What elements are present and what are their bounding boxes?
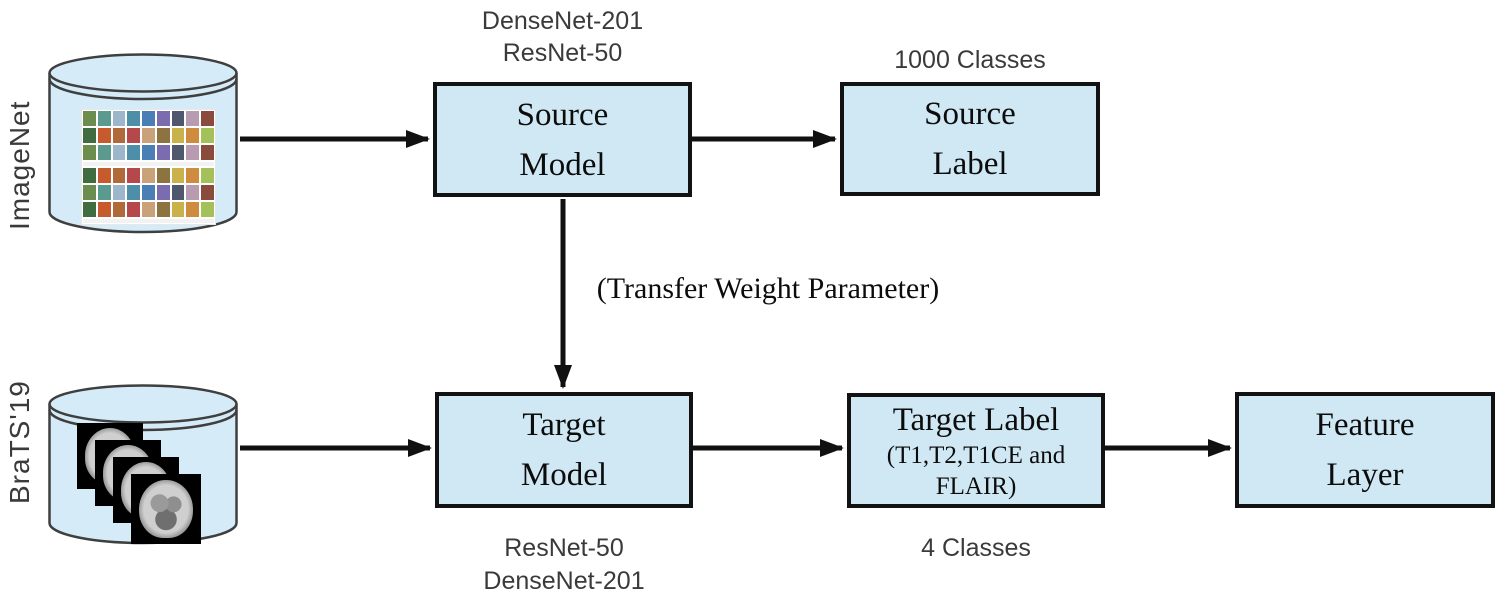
source-label-box: Source Label — [840, 82, 1100, 196]
target-label-classes-label: 4 Classes — [921, 534, 1031, 562]
target-label-box: Target Label (T1,T2,T1CE and FLAIR) — [847, 393, 1105, 508]
source-model-text-line2: Model — [519, 146, 606, 183]
source-model-arch-label-2: ResNet-50 — [502, 39, 623, 67]
brats-dataset-label: BraTS'19 — [4, 380, 35, 505]
feature-layer-text-line2: Layer — [1326, 457, 1404, 493]
target-model-arch-label-2: DenseNet-201 — [483, 567, 645, 595]
target-label-text-line1: Target Label — [892, 401, 1060, 438]
source-model-arch-label-1: DenseNet-201 — [481, 7, 644, 35]
target-model-text-line1: Target — [522, 407, 606, 443]
imagenet-dataset-label: ImageNet — [4, 100, 35, 230]
source-label-classes-label: 1000 Classes — [894, 46, 1046, 74]
transfer-weight-annotation: (Transfer Weight Parameter) — [596, 272, 940, 305]
target-label-text-line2: (T1,T2,T1CE and — [886, 441, 1066, 469]
feature-layer-box: Feature Layer — [1235, 392, 1495, 508]
imagenet-collage-icon — [82, 110, 215, 224]
target-model-box: Target Model — [435, 392, 693, 508]
source-model-text-line1: Source — [516, 96, 609, 133]
source-label-text-line1: Source — [924, 96, 1016, 132]
target-label-text-line3: FLAIR) — [935, 472, 1017, 500]
target-model-arch-label-1: ResNet-50 — [504, 534, 624, 562]
feature-layer-text-line1: Feature — [1315, 407, 1415, 443]
source-label-text-line2: Label — [932, 146, 1008, 182]
target-model-text-line2: Model — [520, 457, 608, 493]
source-model-box: Source Model — [433, 82, 692, 197]
